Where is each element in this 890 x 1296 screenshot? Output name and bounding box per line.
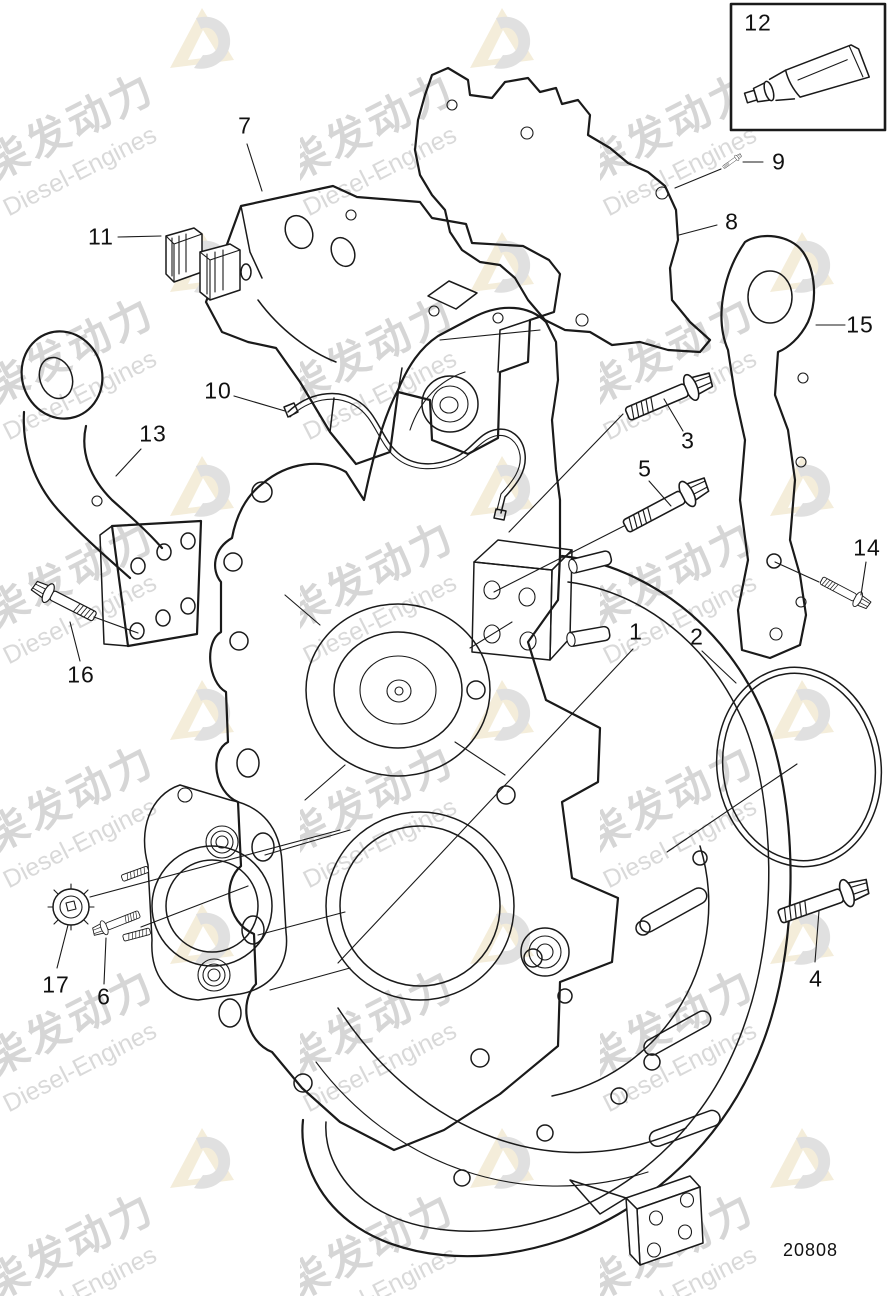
bracket-7-part [204,184,562,466]
drawing-number: 20808 [783,1240,839,1260]
callout-13: 13 [139,420,167,447]
callout-15: 15 [846,311,874,338]
callout-2: 2 [690,623,704,650]
callout-16: 16 [67,661,95,688]
callout-6: 6 [97,983,111,1010]
housing-foot [569,1175,704,1266]
plug-17 [47,883,95,931]
bracket-13-part [20,330,203,648]
wire-seal-part [283,392,526,521]
callout-14: 14 [853,534,881,561]
leader-lines [56,143,867,985]
callout-1: 1 [629,618,643,645]
callout-12: 12 [744,9,772,36]
o-ring-part [715,666,883,868]
cover-aux-flange [120,784,288,1001]
callout-3: 3 [681,427,695,454]
callout-4: 4 [809,965,823,992]
callout-5: 5 [638,455,652,482]
callout-9: 9 [772,148,786,175]
flywheel-housing-part [301,554,792,1266]
callout-17: 17 [42,971,70,998]
callout-10: 10 [204,377,232,404]
callout-11: 11 [88,223,114,250]
timing-cover-part [120,306,620,1152]
callout-8: 8 [725,208,739,235]
inset-box [729,2,887,132]
cover-mounting-block [471,539,614,661]
bracket-15-part [720,235,816,660]
callout-7: 7 [238,112,252,139]
sealant-tube [743,44,871,104]
cable-clip-parts [165,227,252,301]
gasket-8-part [413,66,712,354]
